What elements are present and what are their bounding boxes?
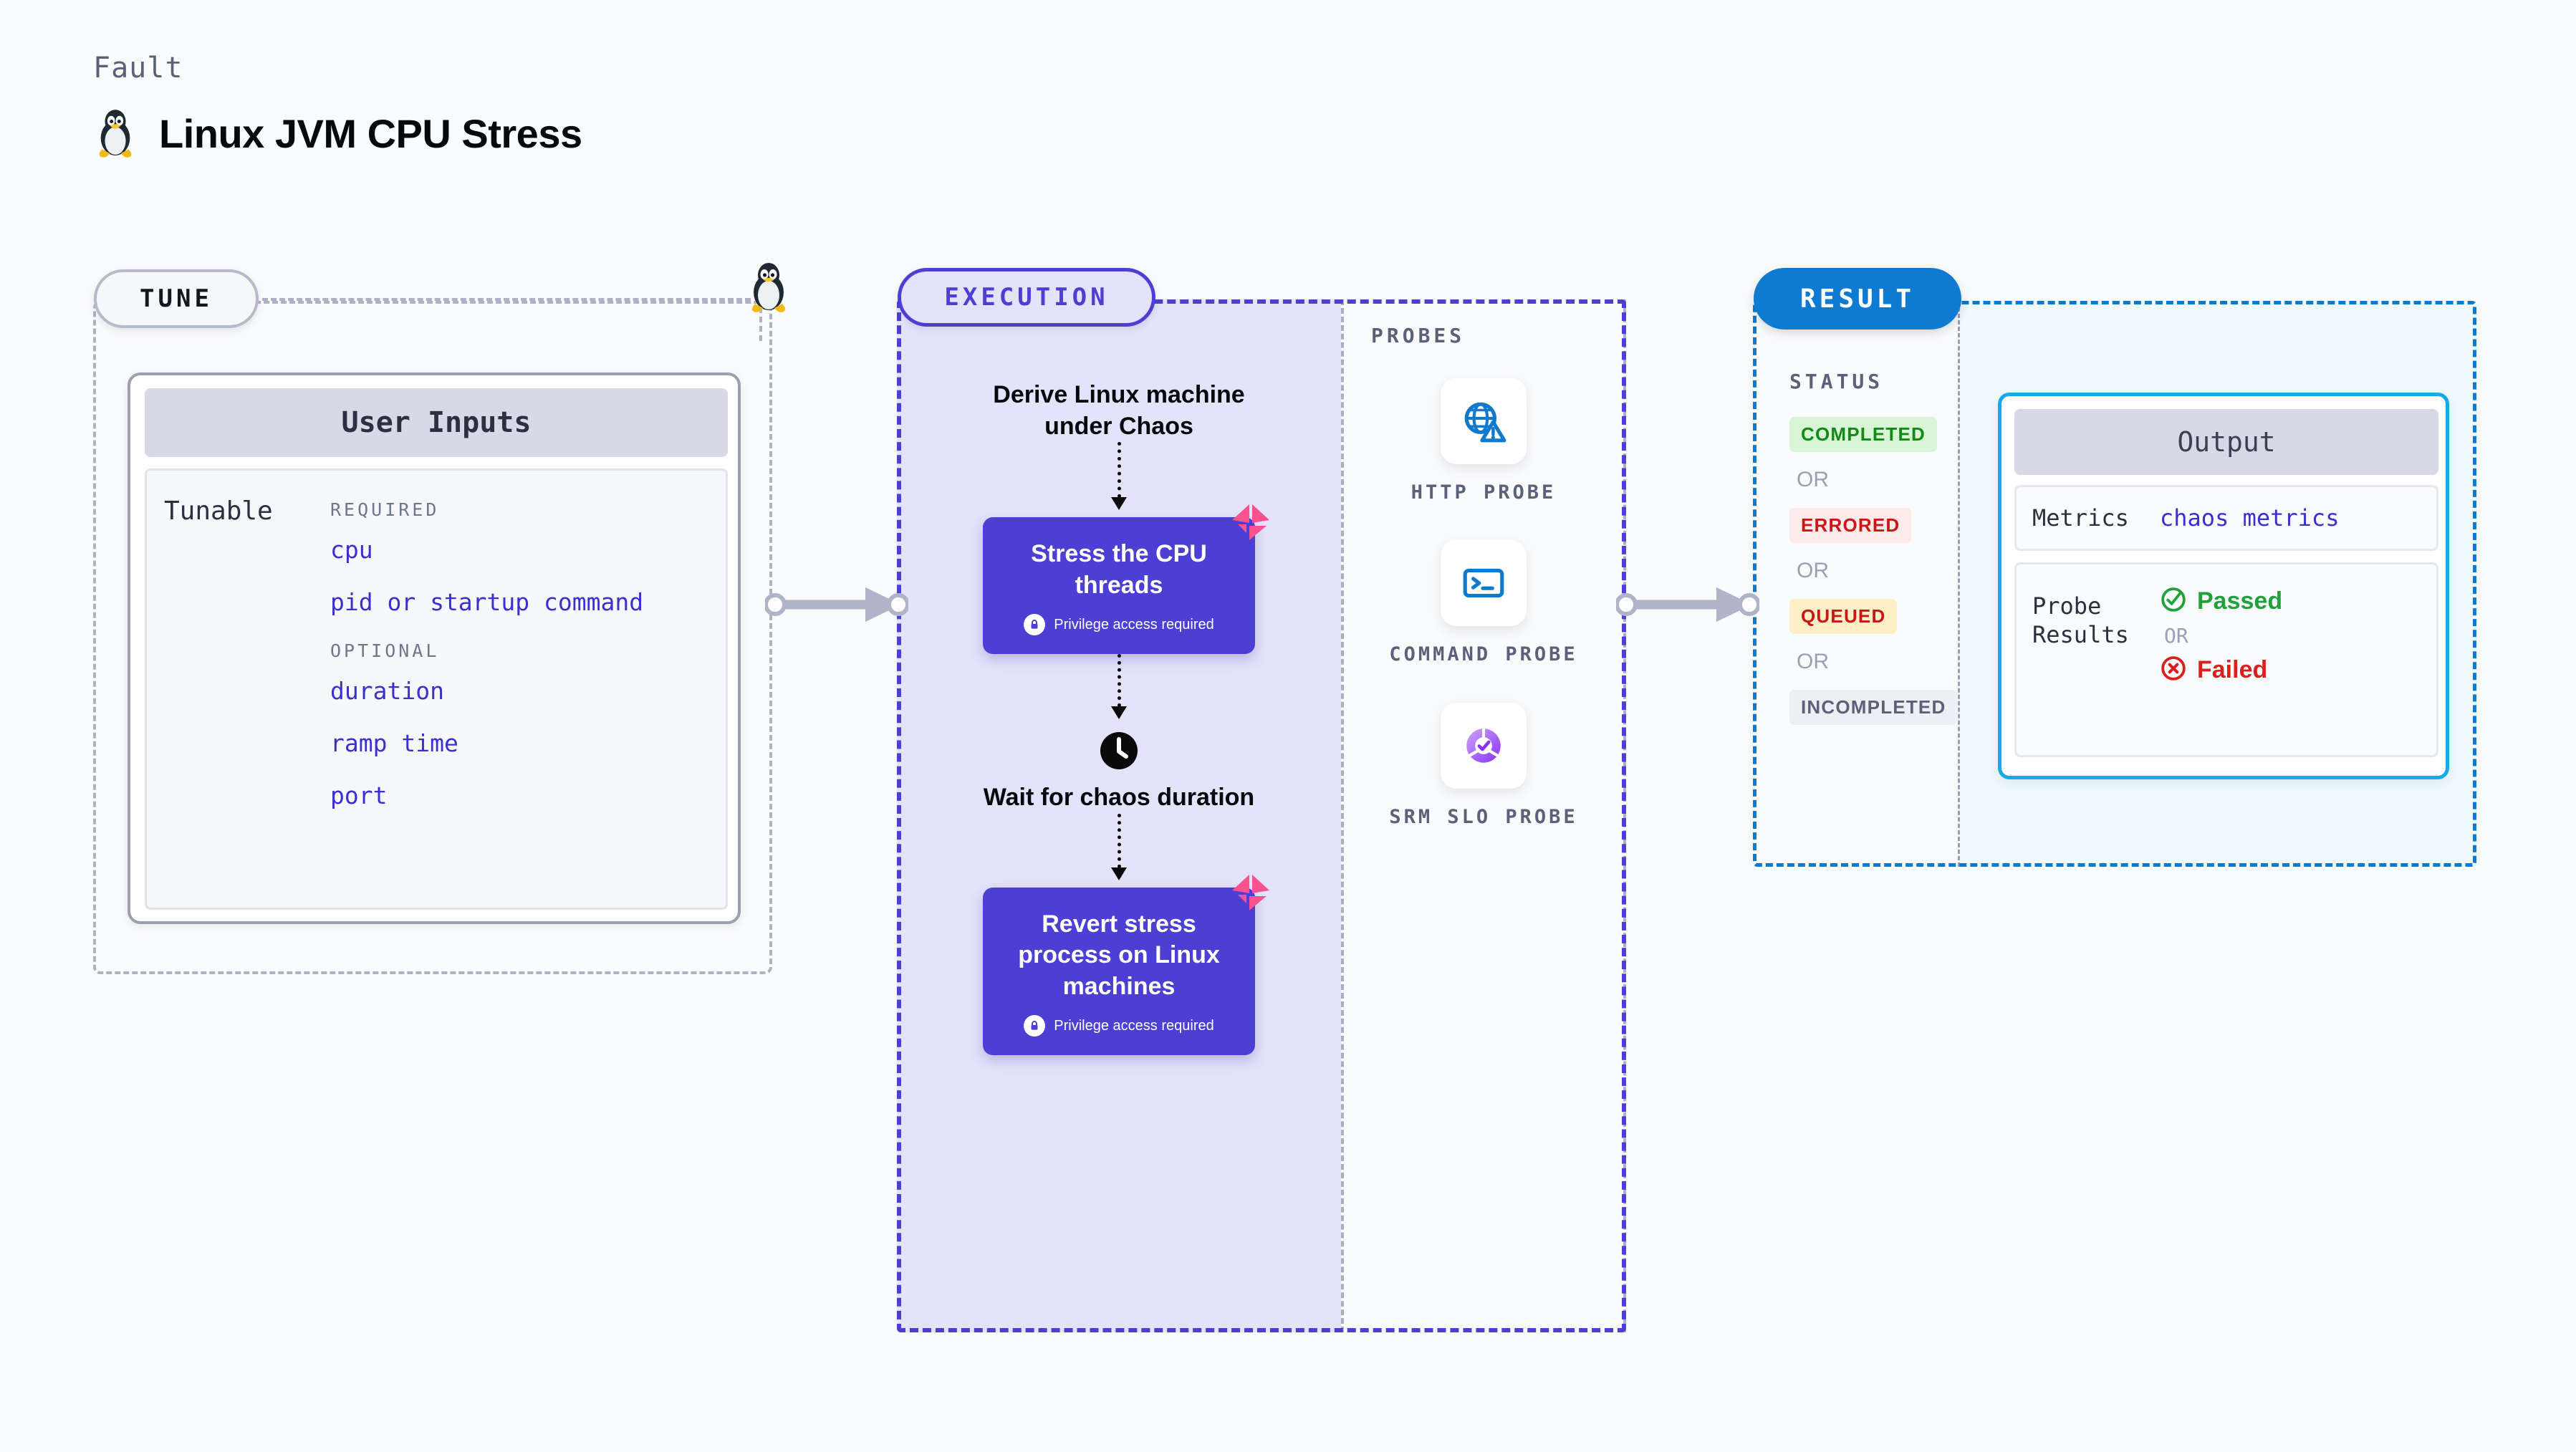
probe-result-failed-label: Failed [2197, 656, 2268, 683]
terminal-icon [1440, 540, 1527, 627]
slo-donut-check-icon [1440, 702, 1527, 789]
harness-logo-icon [1228, 499, 1274, 544]
tune-panel [93, 301, 772, 974]
privilege-note-label: Privilege access required [1054, 616, 1214, 633]
probes-to-result-arrow [1615, 582, 1761, 628]
status-or-1: OR [1797, 468, 1829, 491]
check-circle-icon [2160, 586, 2187, 617]
probe-item-srm-slo[interactable]: SRM SLO PROBE [1389, 702, 1578, 830]
privilege-note-label: Privilege access required [1054, 1017, 1214, 1034]
lock-icon [1024, 1015, 1046, 1037]
harness-logo-icon [1228, 869, 1274, 915]
output-probe-results-key: Probe Results [2032, 592, 2129, 648]
execution-stage-badge[interactable]: EXECUTION [898, 268, 1155, 327]
output-row-probe-results: Probe Results Passed OR [2014, 562, 2438, 757]
status-list: COMPLETED OR ERRORED OR QUEUED OR INCOMP… [1789, 408, 1958, 734]
execution-step-wait-duration: Wait for chaos duration [983, 784, 1255, 812]
result-status-divider [1958, 301, 1960, 867]
result-panel [1753, 301, 2476, 867]
probe-item-http[interactable]: HTTP PROBE [1411, 378, 1557, 506]
result-stage-badge[interactable]: RESULT [1754, 268, 1961, 330]
probe-result-failed: Failed [2160, 655, 2267, 686]
status-badge-completed: COMPLETED [1789, 417, 1938, 452]
privilege-note: Privilege access required [1001, 614, 1236, 636]
param-group-title-optional: OPTIONAL [330, 640, 440, 661]
probe-result-or: OR [2164, 624, 2188, 648]
probe-label-http: HTTP PROBE [1410, 481, 1557, 504]
probe-label-command: COMMAND PROBE [1389, 643, 1578, 666]
param-duration[interactable]: duration [330, 677, 444, 705]
tunable-label: Tunable [164, 496, 273, 526]
user-inputs-body: Tunable REQUIRED cpu pid or startup comm… [145, 468, 728, 910]
execution-step-revert-stress-label: Revert stress process on Linux machines [1018, 910, 1220, 1000]
probe-item-command[interactable]: COMMAND PROBE [1389, 540, 1577, 668]
probe-label-srm-slo: SRM SLO PROBE [1389, 805, 1578, 828]
user-inputs-title: User Inputs [145, 388, 728, 457]
execution-flow: Derive Linux machine under Chaos Stress … [897, 380, 1341, 1056]
execution-step-stress-cpu-label: Stress the CPU threads [1031, 540, 1207, 599]
param-pid-or-startup-command[interactable]: pid or startup command [330, 588, 644, 616]
flow-arrow-icon [1111, 813, 1127, 880]
clock-icon [1099, 731, 1139, 771]
output-card: Output Metrics chaos metrics Probe Resul… [1998, 393, 2449, 779]
tune-to-execution-arrow [764, 582, 910, 628]
tux-penguin-icon [745, 261, 792, 314]
page-title: Linux JVM CPU Stress [159, 110, 582, 156]
tune-connector-line-vertical [759, 298, 762, 341]
probe-result-passed-label: Passed [2197, 587, 2283, 615]
page-header: Linux JVM CPU Stress [93, 107, 582, 159]
param-ramp-time[interactable]: ramp time [330, 729, 458, 757]
x-circle-icon [2160, 655, 2187, 686]
status-or-3: OR [1797, 650, 1829, 673]
output-title: Output [2014, 409, 2438, 475]
probe-result-passed: Passed [2160, 586, 2282, 617]
tunable-parameter-list: REQUIRED cpu pid or startup command OPTI… [330, 488, 717, 834]
tune-connector-line-horizontal [262, 298, 751, 301]
status-or-2: OR [1797, 559, 1829, 582]
param-cpu[interactable]: cpu [330, 536, 373, 564]
privilege-note: Privilege access required [1001, 1015, 1236, 1037]
output-metrics-key: Metrics [2032, 504, 2129, 532]
status-title: STATUS [1789, 370, 1884, 393]
output-metrics-value[interactable]: chaos metrics [2160, 504, 2340, 532]
execution-step-stress-cpu-card[interactable]: Stress the CPU threads Privilege access … [983, 504, 1269, 655]
tune-stage-badge[interactable]: TUNE [94, 269, 259, 328]
flow-arrow-icon [1111, 442, 1127, 511]
param-group-title-required: REQUIRED [330, 499, 440, 520]
param-port[interactable]: port [330, 782, 388, 809]
page-kicker: Fault [93, 52, 183, 85]
tux-penguin-icon [93, 107, 138, 159]
status-badge-errored: ERRORED [1789, 508, 1912, 543]
probes-list: HTTP PROBE COMMAND PROBE [1341, 378, 1626, 830]
flow-arrow-icon [1111, 654, 1127, 720]
execution-step-revert-stress-card[interactable]: Revert stress process on Linux machines … [983, 874, 1269, 1056]
status-badge-queued: QUEUED [1789, 599, 1898, 634]
probes-title: PROBES [1371, 324, 1466, 347]
lock-icon [1024, 614, 1046, 636]
execution-group-panel [897, 299, 1626, 1332]
output-probe-results-values: Passed OR Failed [2160, 564, 2282, 686]
output-row-metrics: Metrics chaos metrics [2014, 485, 2438, 551]
user-inputs-card: User Inputs Tunable REQUIRED cpu pid or … [128, 372, 741, 924]
execution-step-derive-machine: Derive Linux machine under Chaos [993, 381, 1245, 440]
globe-warning-icon [1441, 378, 1527, 464]
status-badge-incompleted: INCOMPLETED [1789, 690, 1958, 725]
